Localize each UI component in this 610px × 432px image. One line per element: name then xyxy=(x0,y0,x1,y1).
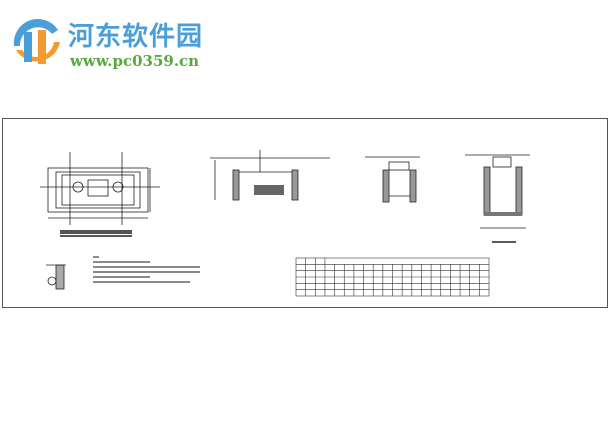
detail-1 xyxy=(46,264,66,290)
logo-mark-icon xyxy=(13,18,60,64)
logo-title: 河东软件园 xyxy=(68,22,204,52)
section-3 xyxy=(465,154,530,243)
data-table xyxy=(295,257,490,297)
notes xyxy=(93,256,200,283)
plan-view xyxy=(40,152,160,237)
logo-url: www.pc0359.cn xyxy=(70,52,200,70)
section-2 xyxy=(365,156,420,203)
watermark-logo: 河东软件园 www.pc0359.cn xyxy=(4,8,219,70)
cad-drawing-sheet xyxy=(2,118,608,308)
section-1 xyxy=(210,150,330,201)
